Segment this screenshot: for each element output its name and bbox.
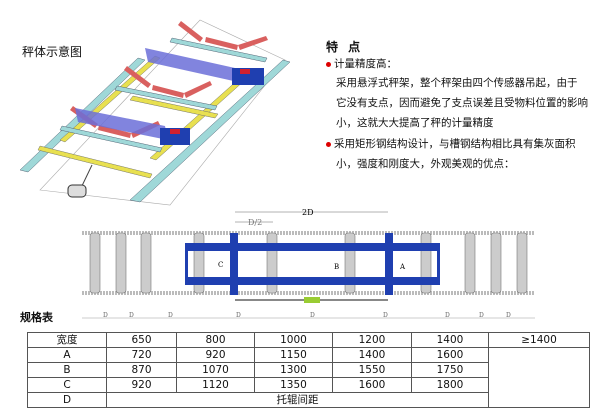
label-b: B <box>334 263 339 271</box>
label-d: D <box>310 312 315 319</box>
feature-line: 采用悬浮式秤架，整个秤架由四个传感器吊起，由于 <box>336 77 578 89</box>
label-2d: 2D <box>302 208 314 217</box>
feature-line: 小，这就大大提高了秤的计量精度 <box>336 117 494 129</box>
features-title: 特 点 <box>326 40 364 54</box>
right-rail <box>129 59 291 203</box>
feature-line: 小，强度和刚度大，外观美观的优点： <box>336 158 515 170</box>
label-d: D <box>129 312 134 319</box>
label-d: D <box>103 312 108 319</box>
label-d: D <box>506 312 511 319</box>
label-d: D <box>445 312 450 319</box>
label-d: D <box>168 312 173 319</box>
isometric-title: 秤体示意图 <box>22 45 83 59</box>
feature-heading-1: 计量精度高： <box>326 58 397 71</box>
label-d: D <box>236 312 241 319</box>
label-c: C <box>218 261 223 269</box>
scale-frame-isometric-drawing <box>19 19 291 206</box>
weigh-beam-front <box>75 108 168 140</box>
feature-heading-2: 采用矩形钢结构设计，与槽钢结构相比具有集灰面积 <box>326 138 576 151</box>
label-d: D <box>383 312 388 319</box>
feature-line: 它没有支点，因而避免了支点误差且受物料位置的影响 <box>336 97 588 109</box>
weigh-frame <box>185 233 440 295</box>
plan-view-diagram: 2D D/2 C B A D D D D D D D D D <box>82 208 535 319</box>
weigh-beam-rear <box>145 48 238 82</box>
label-d: D <box>479 312 484 319</box>
yellow-crossbar <box>37 145 153 179</box>
speed-sensor <box>304 297 320 303</box>
bullet-icon <box>326 141 331 147</box>
label-a: A <box>399 263 406 271</box>
bullet-icon <box>326 61 331 67</box>
speed-sensor-wheel <box>67 184 87 198</box>
load-cell-front <box>160 128 190 145</box>
spec-title: 规格表 <box>20 311 53 324</box>
label-d-half: D/2 <box>248 218 262 227</box>
